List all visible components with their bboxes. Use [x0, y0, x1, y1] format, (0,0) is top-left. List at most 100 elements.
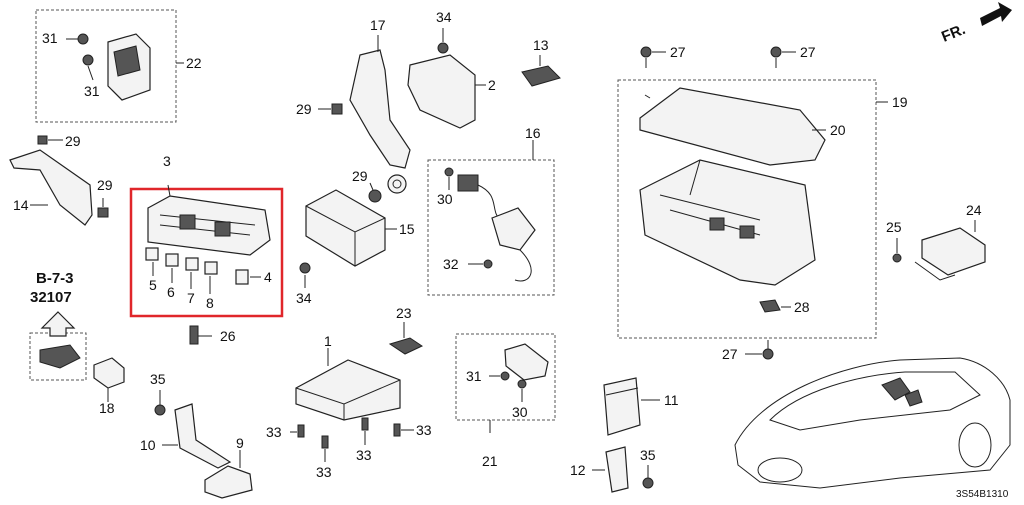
callout-26: 26 [220, 328, 236, 344]
callout-27: 27 [800, 44, 816, 60]
reference-arrow [40, 311, 76, 337]
part-18 [93, 357, 125, 402]
part-23 [388, 322, 424, 355]
callout-16: 16 [525, 125, 541, 141]
callout-28: 28 [794, 299, 810, 315]
callout-33: 33 [416, 422, 432, 438]
callout-4: 4 [264, 269, 272, 285]
callout-1: 1 [324, 333, 332, 349]
callout-34: 34 [436, 9, 452, 25]
callout-11: 11 [664, 392, 679, 408]
callout-25: 25 [886, 219, 902, 235]
callout-34: 34 [296, 290, 312, 306]
front-arrow-icon [980, 2, 1012, 26]
callout-31: 31 [42, 30, 58, 46]
callout-33: 33 [266, 424, 282, 440]
callout-15: 15 [399, 221, 415, 237]
callout-30: 30 [512, 404, 528, 420]
callout-32: 32 [443, 256, 459, 272]
part-22-unit [107, 33, 151, 101]
highlight-box [129, 187, 284, 318]
callout-13: 13 [533, 37, 549, 53]
diagram-code: 3S54B1310 [956, 489, 1009, 500]
part-29-b [97, 198, 109, 218]
part-28 [759, 299, 791, 313]
part-2-cover [407, 54, 486, 129]
group-frame-19 [617, 79, 888, 339]
part-5-clip [145, 247, 159, 276]
part-19-box [639, 159, 816, 286]
group-frame-21 [455, 333, 556, 421]
part-1-module [295, 348, 401, 421]
part-27-b [770, 46, 796, 68]
callout-30: 30 [437, 191, 453, 207]
part-6-clip [165, 253, 179, 283]
part-7-clip [185, 257, 199, 289]
callout-24: 24 [966, 202, 982, 218]
callout-21: 21 [482, 453, 498, 469]
callout-31: 31 [84, 83, 100, 99]
callout-31: 31 [466, 368, 482, 384]
part-33-c [361, 417, 369, 445]
part-33-a [290, 424, 305, 438]
callout-17: 17 [370, 17, 386, 33]
group-frame-16 [427, 159, 555, 296]
part-21-unit [489, 343, 549, 433]
callout-33: 33 [316, 464, 332, 480]
callout-29: 29 [65, 133, 81, 149]
group-frame-ref [29, 332, 87, 381]
part-3-box [147, 184, 271, 256]
callout-7: 7 [187, 290, 195, 306]
part-30-a [444, 167, 454, 190]
part-26 [189, 325, 212, 345]
part-27-a [640, 46, 666, 68]
group-frame-22 [35, 9, 184, 123]
callout-33: 33 [356, 447, 372, 463]
part-34-a [437, 28, 449, 54]
part-31-c [489, 371, 510, 381]
part-15-module [305, 189, 397, 267]
part-12-bracket [592, 446, 629, 493]
ref-part [39, 344, 81, 369]
part-4-fuse [235, 269, 261, 285]
part-11-ecu [603, 377, 660, 436]
part-32 [468, 259, 493, 269]
callout-3: 3 [163, 153, 171, 169]
callout-20: 20 [830, 122, 846, 138]
callout-14: 14 [13, 197, 29, 213]
callout-12: 12 [570, 462, 586, 478]
part-16-harness [457, 140, 536, 282]
part-31-a [66, 33, 89, 45]
reference-number: 32107 [30, 289, 72, 306]
part-13 [521, 55, 561, 87]
callout-18: 18 [99, 400, 115, 416]
callout-10: 10 [140, 437, 156, 453]
part-29-c [318, 103, 343, 115]
part-29-a [37, 135, 63, 145]
part-24-module [914, 220, 986, 281]
callout-29: 29 [97, 177, 113, 193]
callout-27: 27 [722, 346, 738, 362]
part-17-bracket [349, 35, 411, 169]
part-29-d [368, 182, 382, 203]
part-35-a [154, 390, 166, 416]
part-10-bracket [162, 403, 232, 469]
callout-9: 9 [236, 435, 244, 451]
part-9-sensor [204, 450, 253, 499]
callout-2: 2 [488, 77, 496, 93]
callout-22: 22 [186, 55, 202, 71]
part-grommet [387, 174, 407, 194]
callout-5: 5 [149, 277, 157, 293]
callout-8: 8 [206, 295, 214, 311]
part-14-bracket [9, 149, 93, 226]
callout-35: 35 [640, 447, 656, 463]
part-33-d [393, 423, 414, 437]
callout-29: 29 [296, 101, 312, 117]
callout-35: 35 [150, 371, 166, 387]
part-34-b [299, 262, 311, 288]
part-33-b [321, 435, 329, 462]
callout-23: 23 [396, 305, 412, 321]
front-indicator: FR. [939, 21, 968, 46]
